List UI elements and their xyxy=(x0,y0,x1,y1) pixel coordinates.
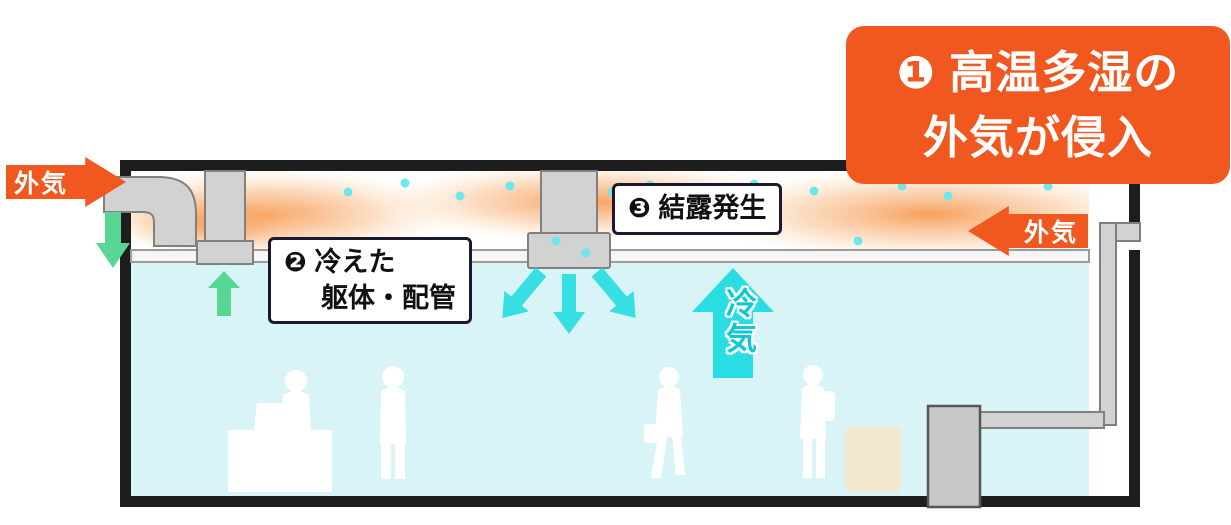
droplet-icon xyxy=(581,248,591,258)
diffuser-duct xyxy=(540,170,598,236)
cream-cabinet xyxy=(845,427,901,492)
droplet-icon xyxy=(455,191,465,201)
label-cooled-structure: ❷ 冷えた 躯体・配管 xyxy=(268,237,472,325)
right-duct-vertical xyxy=(1099,222,1117,426)
floor-wall xyxy=(120,496,1140,507)
person-leg xyxy=(672,437,685,475)
person-body xyxy=(380,387,406,444)
cooled-line2: 躯体・配管 xyxy=(321,282,456,313)
outside-air-label-right: 外気 xyxy=(1023,219,1078,247)
person-body xyxy=(800,384,826,439)
green-down-arrow-icon xyxy=(96,212,130,268)
laptop xyxy=(254,403,288,430)
green-airflow-arrows xyxy=(96,212,240,316)
person-leg xyxy=(816,439,825,478)
vertical-duct xyxy=(196,170,254,265)
person-body xyxy=(281,391,311,431)
callout-hot-humid-air: ❶ 高温多湿の 外気が侵入 xyxy=(846,26,1230,184)
droplet-icon xyxy=(551,236,561,246)
vertical-duct-shaft xyxy=(204,170,246,244)
droplet-icon xyxy=(943,191,953,201)
outside-air-label-left: 外気 xyxy=(14,170,69,198)
handbag xyxy=(644,424,661,443)
ceiling-diffuser xyxy=(527,170,611,269)
callout-line2: 外気が侵入 xyxy=(922,112,1153,163)
cyan-down-arrow-icon xyxy=(553,274,585,334)
cyan-down-left-arrow-icon xyxy=(502,267,547,318)
diffuser-box xyxy=(527,232,611,269)
person-backpack xyxy=(800,365,835,478)
callout-line1: ❶ 高温多湿の xyxy=(896,46,1180,98)
cyan-up-arrow-icon xyxy=(692,268,774,378)
roof-wall xyxy=(120,160,1140,171)
person-leg xyxy=(381,444,391,479)
building-walls xyxy=(120,160,1140,507)
person-leg xyxy=(803,439,812,478)
person-body xyxy=(655,386,683,437)
person-receptionist xyxy=(281,370,311,431)
left-wall xyxy=(120,160,131,507)
air-handling-unit xyxy=(926,404,982,509)
cold-air-label: 冷気 xyxy=(721,287,756,357)
droplet-icon xyxy=(853,236,863,246)
right-wall-lower xyxy=(1129,250,1140,507)
condensation-text: ❸ 結露発生 xyxy=(628,193,767,223)
droplet-icon xyxy=(809,186,819,196)
person-head xyxy=(382,366,404,388)
diffuser-airflow-arrows xyxy=(502,267,636,334)
cyan-down-right-arrow-icon xyxy=(591,267,636,318)
label-condensation: ❸ 結露発生 xyxy=(612,183,783,235)
person-leg xyxy=(651,437,667,478)
right-duct-horizontal xyxy=(975,411,1105,429)
intake-elbow-duct xyxy=(103,176,197,247)
person-leg xyxy=(395,444,405,479)
person-head xyxy=(285,370,307,392)
person-head xyxy=(659,367,679,387)
droplet-icon xyxy=(505,181,515,191)
cooled-line1: ❷ 冷えた xyxy=(284,247,396,277)
backpack xyxy=(822,391,835,421)
droplet-icon xyxy=(400,178,410,188)
person-walking xyxy=(644,367,685,478)
green-up-arrow-icon xyxy=(208,271,240,316)
right-wall-upper xyxy=(1129,160,1140,222)
person-standing xyxy=(380,366,406,479)
right-duct-run xyxy=(926,222,1141,509)
droplet-icon xyxy=(343,187,353,197)
vertical-duct-flange xyxy=(196,240,254,265)
interior-figures xyxy=(228,365,901,492)
reception-counter xyxy=(228,430,332,492)
person-head xyxy=(803,365,823,385)
